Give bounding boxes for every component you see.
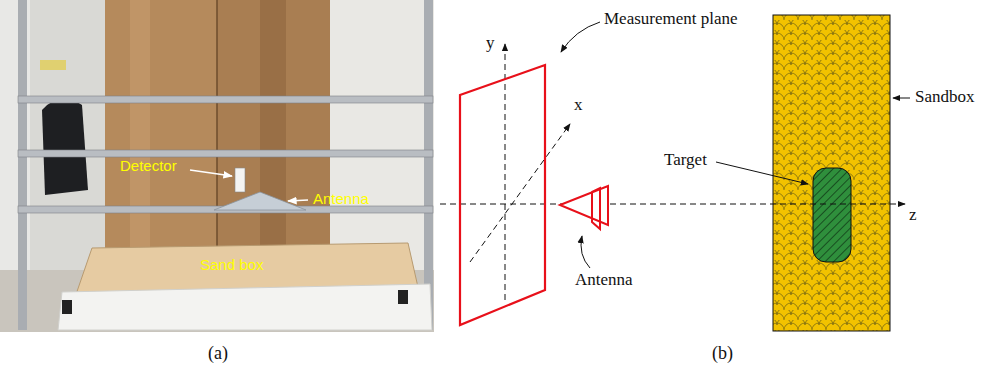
panel-caption: (b) <box>712 344 733 364</box>
part-label: Antenna <box>575 271 633 290</box>
axis-label: x <box>574 96 583 115</box>
part-label: Target <box>664 151 707 170</box>
axis-label: y <box>486 34 495 53</box>
photo-label: Antenna <box>313 191 369 208</box>
part-label: Sandbox <box>915 88 975 107</box>
photo-label: Detector <box>120 158 177 175</box>
panel-caption: (a) <box>208 344 228 364</box>
lab-photo <box>0 0 434 332</box>
axis-label: z <box>909 206 917 225</box>
part-label: Measurement plane <box>604 10 738 29</box>
photo-label: Sand box <box>200 257 263 274</box>
setup-schematic <box>440 15 910 331</box>
